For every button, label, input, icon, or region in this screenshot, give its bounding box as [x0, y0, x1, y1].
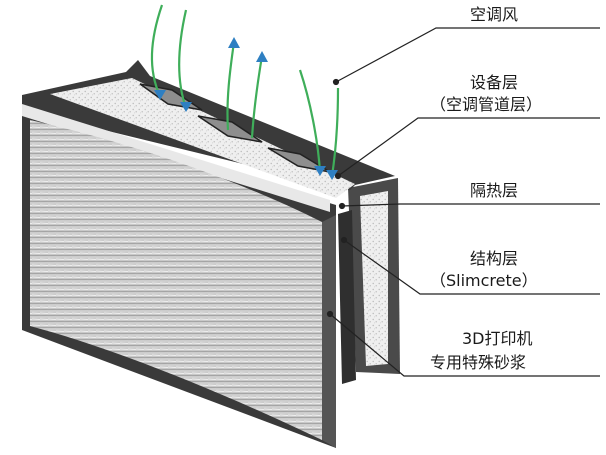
arrow-down-icon [154, 90, 166, 100]
arrow-up-icon [228, 37, 240, 48]
leader-structure [343, 239, 600, 295]
right-side-insulation [360, 191, 388, 366]
leader-equipment [337, 117, 600, 177]
airflow-in-1 [150, 4, 164, 97]
airflow [150, 4, 340, 180]
airflow-in-3 [298, 69, 322, 173]
label-aircon-wind: 空调风 [470, 5, 518, 24]
label-structure-layer-sub: （Slimcrete） [430, 271, 538, 290]
leader-mortar [329, 313, 600, 377]
leader-aircon [335, 27, 600, 83]
arrow-down-icon [314, 166, 326, 176]
front-textured-face [30, 120, 322, 440]
airflow-in-2 [178, 9, 188, 109]
front-edge-highlight [322, 215, 336, 448]
leader-lines [326, 27, 600, 377]
airflow-out-1 [226, 41, 236, 131]
label-equipment-layer-sub: （空调管道层） [430, 95, 542, 114]
label-mortar-line1: 3D打印机 [462, 329, 533, 348]
arrow-down-icon [326, 170, 338, 180]
label-structure-layer: 结构层 [470, 249, 518, 268]
duct-opening-2 [197, 115, 263, 143]
wall-block [22, 60, 400, 448]
leader-insulation [341, 203, 600, 207]
airflow-out-2 [250, 55, 264, 139]
top-insulation-strip [50, 78, 355, 198]
label-equipment-layer: 设备层 [470, 73, 518, 92]
arrow-up-icon [256, 51, 268, 62]
labels: 空调风 设备层 （空调管道层） 隔热层 结构层 （Slimcrete） 3D打印… [430, 5, 542, 372]
label-insulation-layer: 隔热层 [470, 181, 518, 200]
right-side-inner [338, 210, 356, 384]
label-mortar-line2: 专用特殊砂浆 [430, 353, 526, 372]
airflow-in-4 [330, 87, 340, 177]
arrow-down-icon [180, 102, 192, 112]
front-insulation-band [22, 104, 330, 212]
